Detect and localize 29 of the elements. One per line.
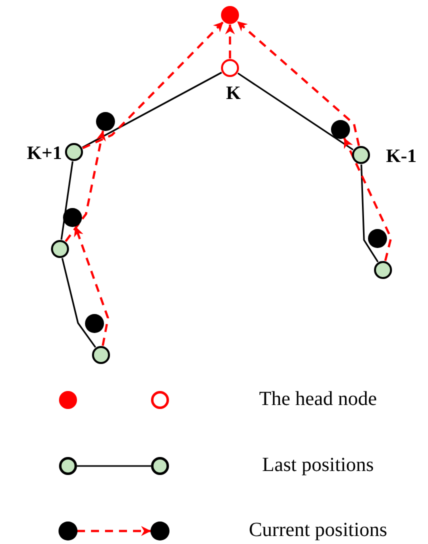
current-head-dot bbox=[221, 6, 239, 24]
legend-text: The head node bbox=[259, 389, 377, 409]
arrow bbox=[236, 20, 360, 146]
connector-line bbox=[82, 72, 222, 148]
current-position-dot bbox=[96, 112, 114, 130]
last-position-dot bbox=[51, 240, 69, 258]
current-position-dot bbox=[330, 120, 350, 138]
connector-line bbox=[237, 72, 354, 150]
arrow bbox=[74, 226, 110, 346]
arrow bbox=[82, 21, 224, 150]
last-position-dot bbox=[92, 346, 110, 364]
node-label: K bbox=[226, 84, 241, 103]
legend-text: Current positions bbox=[248, 520, 388, 540]
current-position-dot bbox=[368, 228, 386, 248]
last-head-dot bbox=[221, 59, 239, 77]
node-label: K-1 bbox=[386, 147, 417, 166]
current-position-dot bbox=[84, 314, 104, 332]
legend-text: Last positions bbox=[262, 455, 374, 475]
arrow bbox=[64, 130, 106, 242]
last-position-dot bbox=[374, 261, 392, 279]
last-position-dot bbox=[65, 143, 83, 161]
connector-line bbox=[61, 258, 96, 348]
current-position-dot bbox=[62, 208, 82, 226]
arrow bbox=[343, 138, 392, 262]
connector-line bbox=[360, 164, 379, 262]
arrow bbox=[225, 24, 235, 58]
node-label: K+1 bbox=[26, 144, 62, 163]
last-position-dot bbox=[352, 146, 370, 164]
connector-line bbox=[60, 161, 74, 240]
